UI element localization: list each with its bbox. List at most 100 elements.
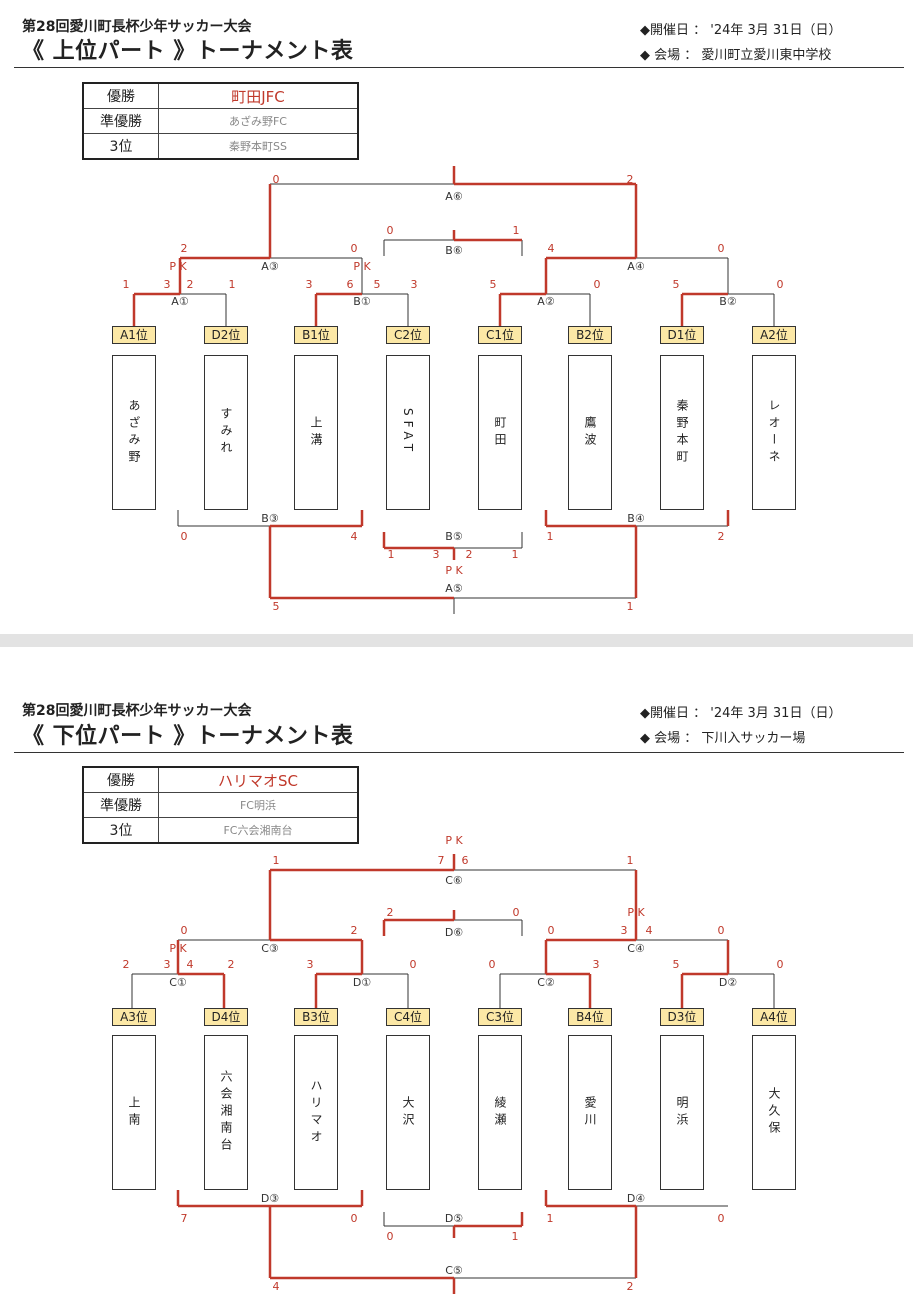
score: 3 [164, 958, 171, 971]
match-label: A② [537, 295, 555, 308]
score: 0 [351, 242, 358, 255]
team-box: 上溝 [294, 355, 338, 510]
result-label: 準優勝 [82, 108, 159, 134]
upper-header-rule [14, 67, 904, 68]
score: 4 [187, 958, 194, 971]
score: 4 [351, 530, 358, 543]
score: 1 [547, 530, 554, 543]
team-box: 六会湘南台 [204, 1035, 248, 1190]
team-name: SFAT [401, 408, 415, 457]
score: 1 [512, 1230, 519, 1243]
match-label: D① [353, 976, 371, 989]
match-label: C③ [261, 942, 279, 955]
match-label: B① [353, 295, 371, 308]
seed-label: B1位 [294, 326, 338, 344]
score: 2 [123, 958, 130, 971]
score: 6 [347, 278, 354, 291]
seed-label: B3位 [294, 1008, 338, 1026]
score: 3 [621, 924, 628, 937]
score: 1 [627, 854, 634, 867]
score: 3 [307, 958, 314, 971]
team-box: 明浜 [660, 1035, 704, 1190]
match-label: C① [169, 976, 187, 989]
score: 6 [462, 854, 469, 867]
match-label: D③ [261, 1192, 279, 1205]
team-name: 綾瀬 [493, 1095, 507, 1130]
score: 2 [718, 530, 725, 543]
upper-bracket: A① B① A② B② A③ A④ A⑥ B⑥ B③ B④ B⑤ A⑤ 1 3 … [123, 166, 784, 614]
team-name: 上南 [127, 1095, 141, 1130]
team-box: 綾瀬 [478, 1035, 522, 1190]
score: 7 [438, 854, 445, 867]
score: 0 [387, 1230, 394, 1243]
pk-label: P K [445, 564, 463, 577]
result-team: ハリマオSC [158, 766, 359, 793]
score: 3 [306, 278, 313, 291]
score: 2 [627, 173, 634, 186]
score: 0 [489, 958, 496, 971]
match-label: B④ [627, 512, 645, 525]
upper-subtitle: 第28回愛川町長杯少年サッカー大会 [22, 19, 252, 35]
team-box: 秦野本町 [660, 355, 704, 510]
team-box: レオーネ [752, 355, 796, 510]
score: 5 [374, 278, 381, 291]
score: 0 [718, 924, 725, 937]
result-label: 3位 [82, 817, 159, 844]
score: 3 [411, 278, 418, 291]
score: 0 [777, 958, 784, 971]
seed-label: D2位 [204, 326, 248, 344]
score: 0 [351, 1212, 358, 1225]
lower-venue: ◆ 会場 ： 下川入サッカー場 [640, 731, 806, 746]
score: 1 [627, 600, 634, 613]
score: 2 [627, 1280, 634, 1293]
seed-label: A2位 [752, 326, 796, 344]
team-box: SFAT [386, 355, 430, 510]
score: 1 [512, 548, 519, 561]
lower-bracket: C① D① C② D② C③ C④ C⑥ D⑥ D③ D④ D⑤ C⑤ 2 3 … [123, 834, 784, 1294]
seed-label: B4位 [568, 1008, 612, 1026]
lower-part-section: 第28回愛川町長杯少年サッカー大会 《 下位パート 》トーナメント表 ◆開催日 … [0, 690, 913, 1309]
team-name: 六会湘南台 [219, 1070, 233, 1155]
seed-label: A3位 [112, 1008, 156, 1026]
team-name: 大沢 [401, 1095, 415, 1130]
match-label: B⑥ [445, 244, 463, 257]
pk-label: P K [627, 906, 645, 919]
seed-label: C1位 [478, 326, 522, 344]
score: 1 [388, 548, 395, 561]
result-team: FC明浜 [158, 792, 359, 818]
score: 0 [718, 242, 725, 255]
team-name: 上溝 [309, 415, 323, 450]
team-name: ハリマオ [309, 1078, 323, 1147]
result-label: 準優勝 [82, 792, 159, 818]
lower-title: 《 下位パート 》トーナメント表 [22, 724, 354, 749]
team-name: 町田 [493, 415, 507, 450]
upper-results-table: 優勝町田JFC 準優勝あざみ野FC 3位秦野本町SS [82, 82, 359, 160]
score: 3 [164, 278, 171, 291]
score: 0 [594, 278, 601, 291]
result-label: 3位 [82, 133, 159, 160]
match-label: C⑤ [445, 1264, 463, 1277]
lower-header-rule [14, 752, 904, 753]
score: 1 [123, 278, 130, 291]
match-label: A③ [261, 260, 279, 273]
score: 0 [273, 173, 280, 186]
score: 4 [273, 1280, 280, 1293]
score: 2 [181, 242, 188, 255]
team-name: 明浜 [675, 1095, 689, 1130]
team-box: 町田 [478, 355, 522, 510]
score: 2 [187, 278, 194, 291]
seed-label: D1位 [660, 326, 704, 344]
team-box: ハリマオ [294, 1035, 338, 1190]
match-label: C④ [627, 942, 645, 955]
team-box: 大沢 [386, 1035, 430, 1190]
result-team: あざみ野FC [158, 108, 359, 134]
score: 2 [387, 906, 394, 919]
score: 0 [181, 530, 188, 543]
seed-label: A4位 [752, 1008, 796, 1026]
seed-label: D3位 [660, 1008, 704, 1026]
score: 3 [593, 958, 600, 971]
team-name: レオーネ [767, 398, 781, 467]
match-label: A① [171, 295, 189, 308]
score: 2 [466, 548, 473, 561]
